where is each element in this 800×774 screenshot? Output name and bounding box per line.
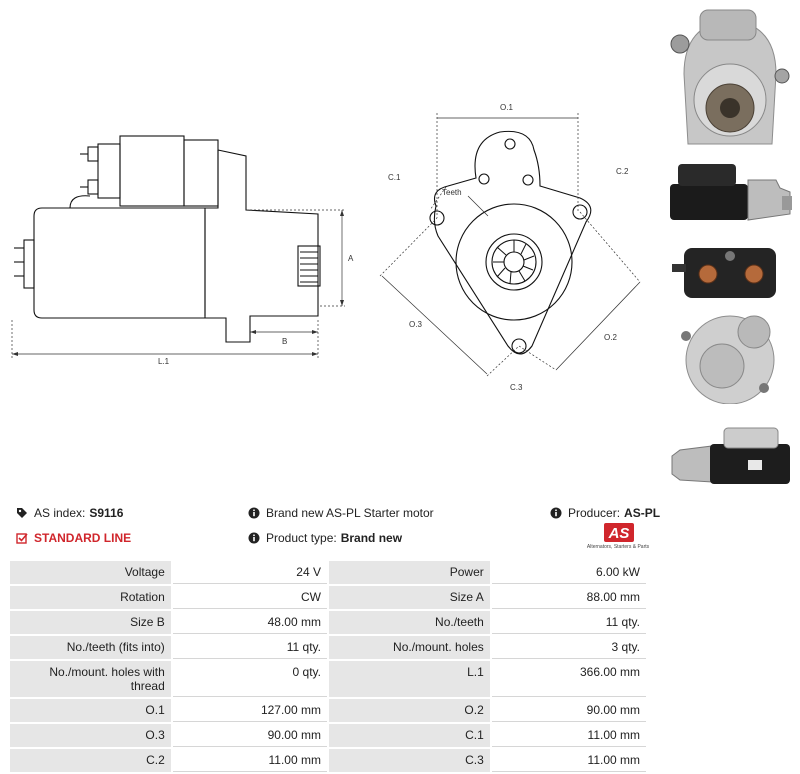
as-index-value: S9116: [89, 506, 124, 520]
description: Brand new AS-PL Starter motor: [248, 506, 434, 520]
front-view-drawing: O.1 C.1 C.2 C.3 O.3 O.2 Teeth: [379, 103, 641, 392]
spec-label: Power: [328, 561, 490, 584]
dim-label-o3: O.3: [409, 320, 422, 329]
spec-label: O.3: [10, 724, 171, 747]
product-type-value: Brand new: [340, 531, 403, 545]
spec-value: 90.00 mm: [491, 699, 646, 722]
dim-label-teeth: Teeth: [442, 188, 462, 197]
description-text: Brand new AS-PL Starter motor: [266, 506, 434, 520]
spec-label: Size B: [10, 611, 171, 634]
dim-label-c1: C.1: [388, 173, 401, 182]
spec-value: CW: [172, 586, 327, 609]
photo-side-bottom[interactable]: [664, 420, 796, 494]
spec-label: C.3: [328, 749, 490, 772]
logo-subtitle: Alternators, Starters & Parts: [586, 544, 650, 550]
standard-line-label: STANDARD LINE: [34, 531, 132, 545]
dim-label-l1: L.1: [158, 357, 170, 366]
producer-label: Producer:: [568, 506, 621, 520]
photo-front-pinion[interactable]: [664, 4, 796, 154]
spec-value: 11.00 mm: [491, 724, 646, 747]
product-info: AS index: S9116 STANDARD LINE Brand new …: [0, 500, 800, 556]
spec-label: No./teeth: [328, 611, 490, 634]
spec-value: 0 qty.: [172, 661, 327, 697]
spec-value: 6.00 kW: [491, 561, 646, 584]
producer-value: AS-PL: [624, 506, 661, 520]
dim-label-c2: C.2: [616, 167, 629, 176]
spec-label: Rotation: [10, 586, 171, 609]
dim-label-o2: O.2: [604, 333, 617, 342]
as-index-label: AS index:: [34, 506, 86, 520]
spec-value: 48.00 mm: [172, 611, 327, 634]
dim-label-c3: C.3: [510, 383, 523, 392]
product-photos: [660, 0, 800, 495]
as-pl-logo: AS Alternators, Starters & Parts: [586, 522, 650, 552]
spec-label: Size A: [328, 586, 490, 609]
spec-value: 24 V: [172, 561, 327, 584]
logo-text: AS: [608, 525, 630, 542]
product-type: Product type: Brand new: [248, 531, 402, 545]
spec-value: 127.00 mm: [172, 699, 327, 722]
product-type-label: Product type:: [266, 531, 337, 545]
spec-label: O.2: [328, 699, 490, 722]
logo-mark: AS: [604, 523, 634, 542]
photo-solenoid-terminals[interactable]: [664, 234, 796, 310]
spec-row: No./teeth (fits into)11 qty.No./mount. h…: [10, 636, 646, 659]
spec-value: 88.00 mm: [491, 586, 646, 609]
as-index: AS index: S9116: [16, 506, 123, 520]
info-icon: [248, 532, 260, 544]
spec-value: 11 qty.: [172, 636, 327, 659]
spec-value: 11 qty.: [491, 611, 646, 634]
spec-label: C.2: [10, 749, 171, 772]
spec-value: 11.00 mm: [172, 749, 327, 772]
info-icon: [550, 507, 562, 519]
spec-label: No./mount. holes: [328, 636, 490, 659]
photo-rear-cover[interactable]: [664, 310, 796, 404]
photo-side-top[interactable]: [664, 158, 796, 228]
dim-label-b: B: [282, 337, 287, 346]
dim-label-a: A: [348, 254, 354, 263]
dim-label-o1: O.1: [500, 103, 513, 112]
side-view-drawing: L.1 B A: [11, 135, 354, 366]
spec-label: L.1: [328, 661, 490, 697]
tag-icon: [17, 508, 27, 518]
producer: Producer: AS-PL: [550, 506, 660, 520]
spec-value: 366.00 mm: [491, 661, 646, 697]
spec-value: 90.00 mm: [172, 724, 327, 747]
checkbox-checked-icon: [16, 533, 28, 544]
spec-value: 11.00 mm: [491, 749, 646, 772]
spec-value: 3 qty.: [491, 636, 646, 659]
standard-line: STANDARD LINE: [16, 531, 131, 545]
spec-label: No./teeth (fits into): [10, 636, 171, 659]
spec-label: O.1: [10, 699, 171, 722]
info-icon: [248, 507, 260, 519]
spec-label: Voltage: [10, 561, 171, 584]
spec-label: No./mount. holes with thread: [10, 661, 171, 697]
technical-drawings: L.1 B A: [0, 0, 660, 400]
spec-label: C.1: [328, 724, 490, 747]
